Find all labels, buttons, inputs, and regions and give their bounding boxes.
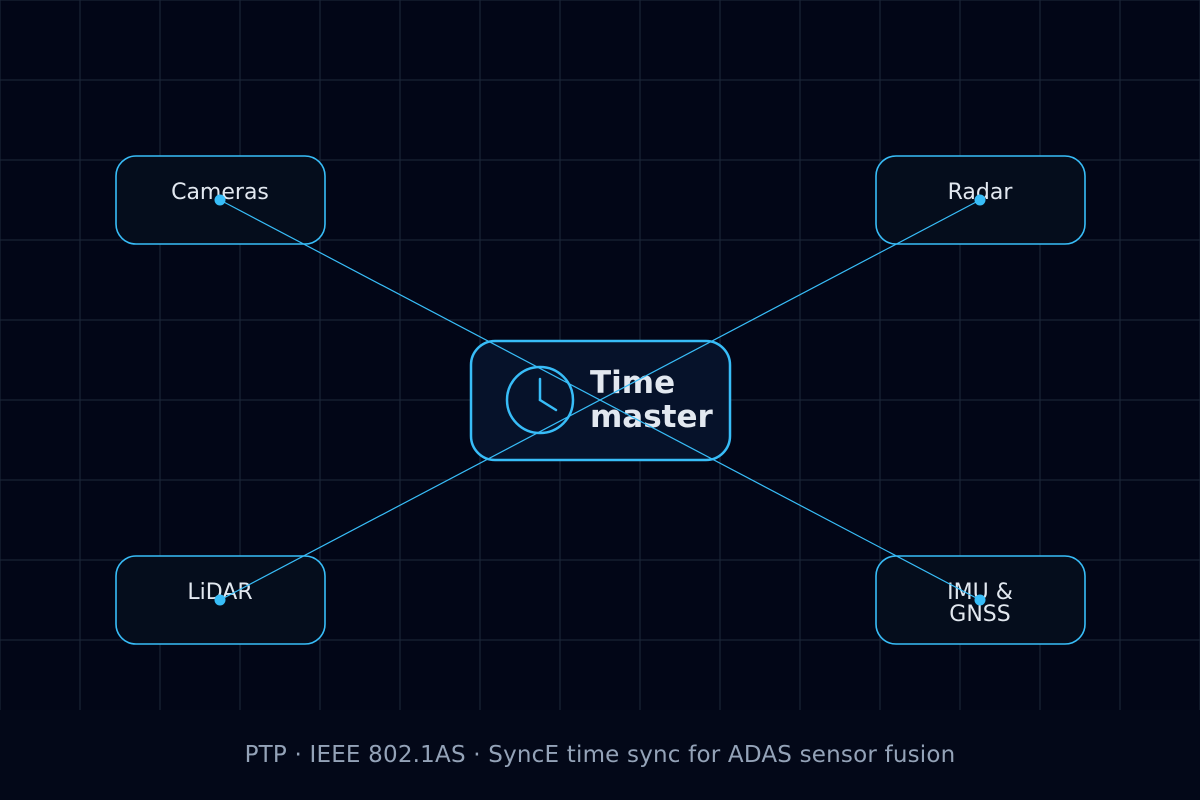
cameras-endpoint-dot [214,194,226,206]
footer-caption: PTP · IEEE 802.1AS · SyncE time sync for… [244,742,956,768]
radar-endpoint-dot [974,194,986,206]
lidar-endpoint-dot [214,594,226,606]
sync-links [219,199,981,601]
clock-icon [505,365,575,435]
footer-bar: PTP · IEEE 802.1AS · SyncE time sync for… [0,710,1200,800]
sensor-endpoints [214,194,986,606]
imu-gnss-label: GNSS [949,602,1010,627]
imu-gnss-endpoint-dot [974,594,986,606]
sync-link-radar-lidar [219,199,981,601]
